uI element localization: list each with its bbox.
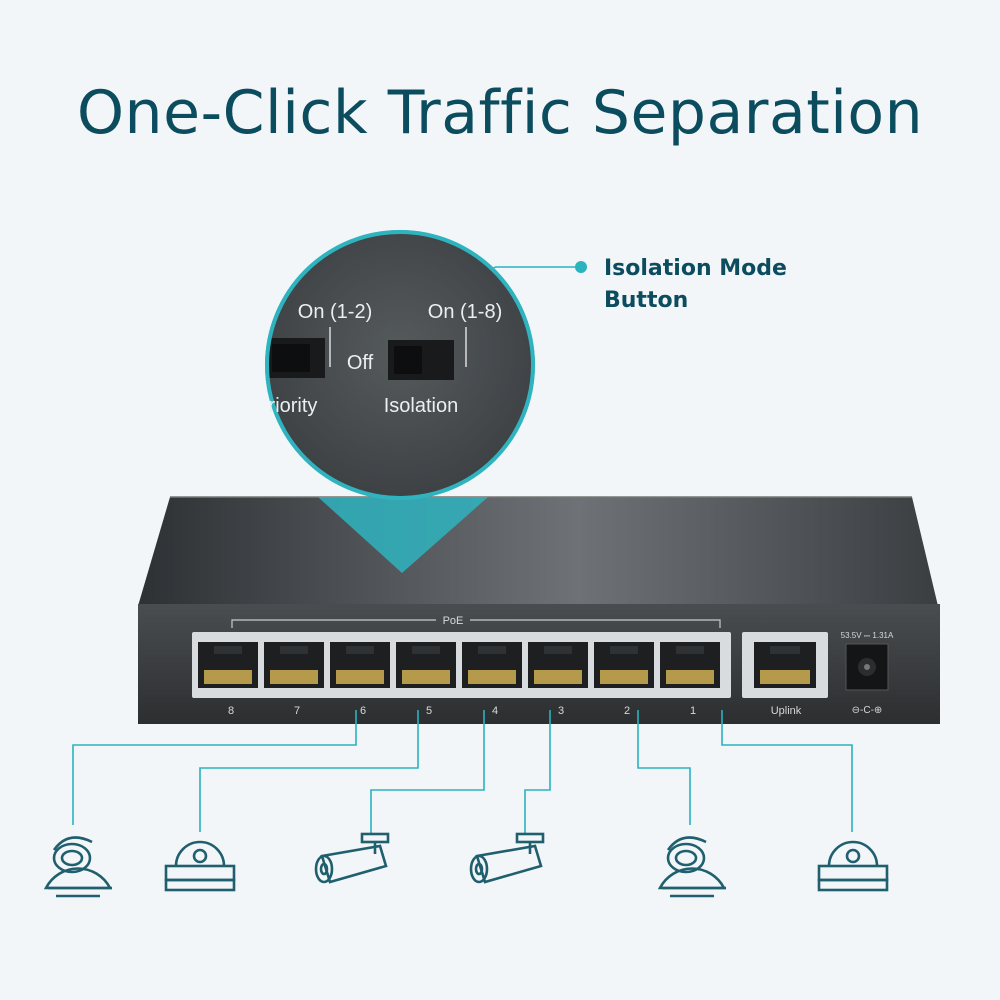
poe-bracket (231, 619, 721, 628)
poe-port-8[interactable] (198, 642, 258, 688)
poe-port-7[interactable] (264, 642, 324, 688)
uplink-label: Uplink (771, 705, 802, 717)
dome-camera-icon (43, 836, 113, 898)
ceiling-camera-icon (817, 840, 889, 892)
power-jack[interactable] (845, 643, 889, 691)
dome-camera-icon (657, 836, 727, 898)
poe-port-4[interactable] (462, 642, 522, 688)
callout-line-1: Isolation Mode (604, 256, 787, 281)
port-number-3: 3 (558, 705, 564, 717)
poe-port-6[interactable] (330, 642, 390, 688)
isolation-label: Isolation (384, 395, 459, 417)
port-number-6: 6 (360, 705, 366, 717)
poe-port-2[interactable] (594, 642, 654, 688)
poe-port-1[interactable] (660, 642, 720, 688)
isolation-switch-zoom (265, 230, 535, 500)
polarity-symbol: ⊖-C-⊕ (852, 705, 883, 716)
ceiling-camera-icon (164, 840, 236, 892)
off-label: Off (347, 352, 374, 374)
isolation-on-label: On (1-8) (428, 301, 502, 323)
poe-port-5[interactable] (396, 642, 456, 688)
camera-connections (72, 710, 853, 835)
page-title: One-Click Traffic Separation (76, 78, 924, 148)
priority-label: riority (269, 395, 318, 417)
port-number-2: 2 (624, 705, 630, 717)
priority-on-label: On (1-2) (298, 301, 372, 323)
bullet-camera-icon (314, 832, 390, 884)
port-number-5: 5 (426, 705, 432, 717)
port-number-1: 1 (690, 705, 696, 717)
uplink-port[interactable] (754, 642, 816, 688)
callout-line-2: Button (604, 288, 689, 313)
zoom-pointer (318, 497, 488, 573)
poe-label: PoE (443, 615, 464, 627)
port-number-7: 7 (294, 705, 300, 717)
poe-port-3[interactable] (528, 642, 588, 688)
switch-top-surface (138, 497, 938, 606)
bullet-camera-icon (469, 832, 545, 884)
isolation-mode-callout: Isolation Mode Button (604, 253, 864, 317)
port-number-8: 8 (228, 705, 234, 717)
port-number-4: 4 (492, 705, 498, 717)
power-rating-label: 53.5V ⎓ 1.31A (841, 631, 894, 640)
